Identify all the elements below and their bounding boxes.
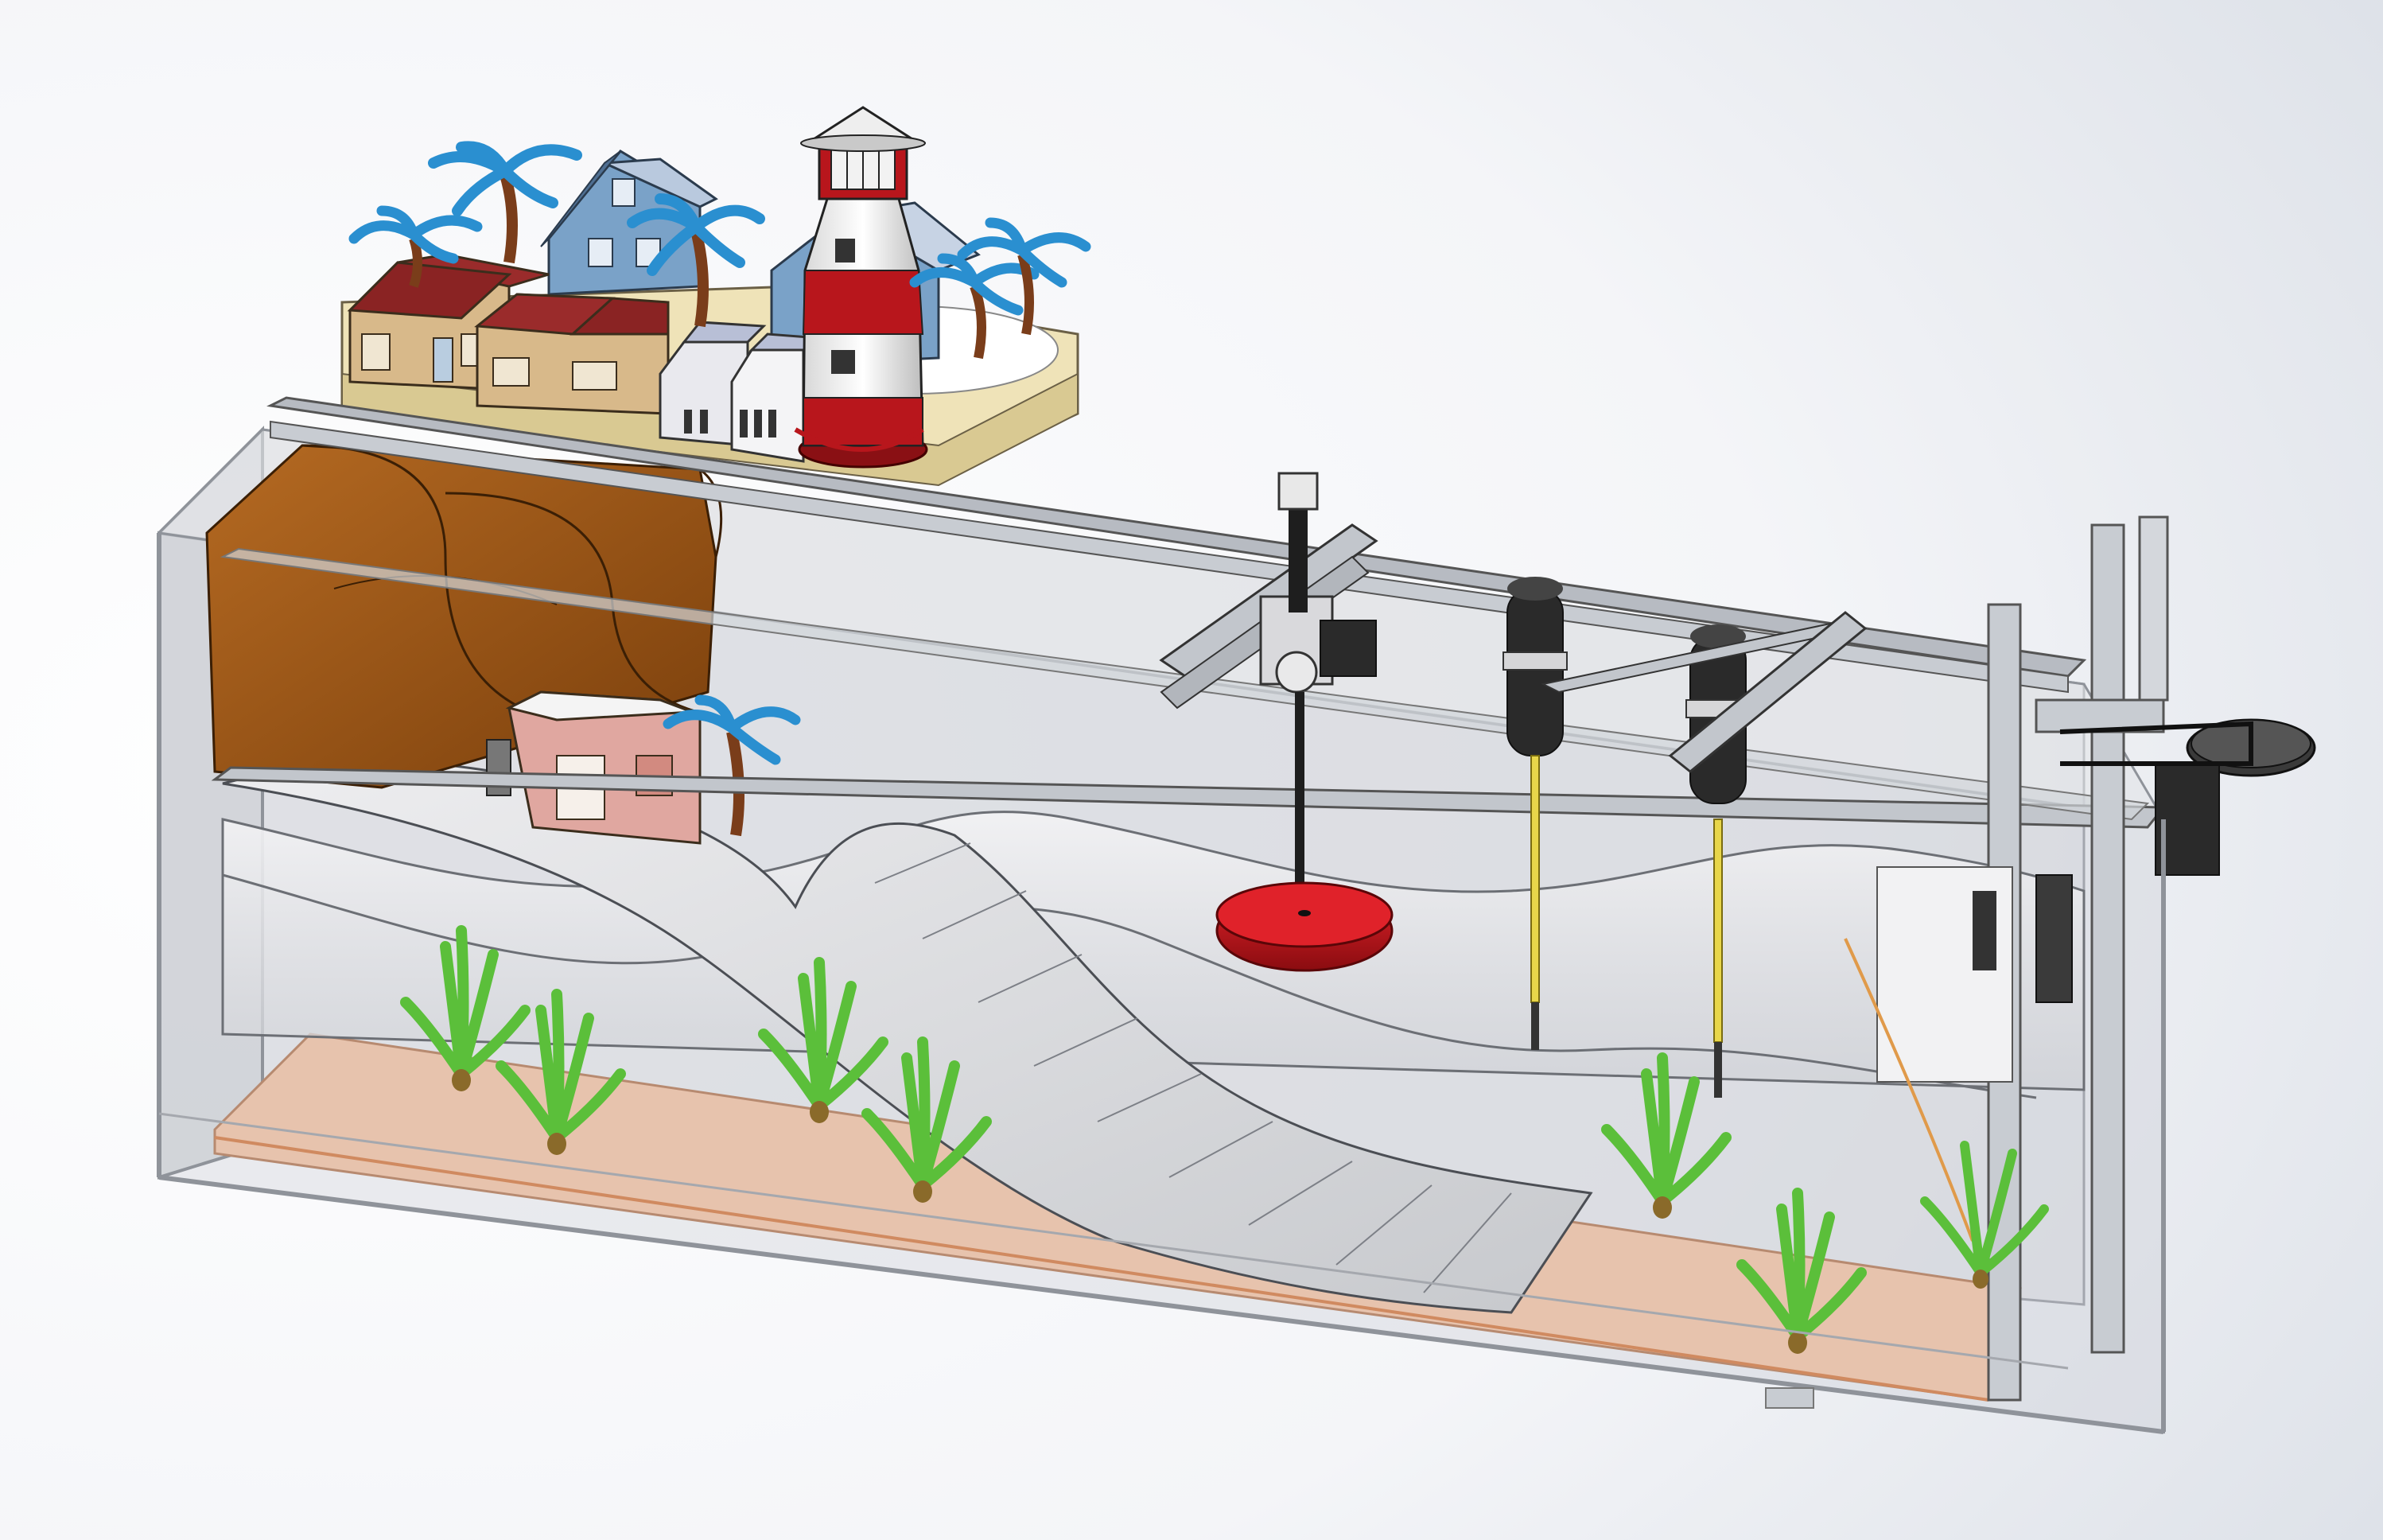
palm-trees bbox=[348, 141, 1091, 360]
seagrass-plant bbox=[400, 925, 531, 1091]
small-white-houses bbox=[659, 321, 823, 463]
coastal-town-diorama bbox=[340, 106, 1091, 487]
seagrass-plant bbox=[496, 989, 626, 1155]
seagrass-plant bbox=[1736, 1188, 1867, 1354]
drain-fitting bbox=[1765, 1387, 1814, 1409]
sand-floor-edge bbox=[214, 1136, 1989, 1402]
tan-shop-building bbox=[347, 253, 550, 391]
sloped-beach-ramp bbox=[222, 754, 1593, 1314]
palm-tree bbox=[909, 253, 1040, 360]
buoy-rod bbox=[1295, 692, 1304, 915]
seagrass-plant bbox=[1920, 1141, 2049, 1289]
wave-gauge-probes bbox=[1502, 577, 1868, 1098]
palm-tree bbox=[348, 205, 483, 288]
tank-front-frame bbox=[157, 533, 2166, 1434]
wave-gauge-probe bbox=[1502, 577, 1568, 1050]
red-roof-house bbox=[474, 293, 670, 415]
probe-carriage bbox=[1159, 472, 1378, 915]
seagrass-plants bbox=[400, 925, 2049, 1354]
palm-tree bbox=[957, 217, 1091, 336]
palm-tree bbox=[627, 193, 765, 328]
red-float-buoy bbox=[1215, 881, 1394, 972]
lighthouse bbox=[794, 106, 928, 469]
water-surface bbox=[221, 811, 2086, 1091]
rail-back bbox=[266, 396, 2087, 678]
stepper-motor-drive bbox=[1844, 515, 2316, 1402]
seagrass-plant bbox=[861, 1036, 992, 1203]
palm-tree bbox=[428, 141, 582, 264]
seagrass-plant bbox=[1601, 1052, 1732, 1219]
seagrass-plant bbox=[758, 957, 888, 1123]
